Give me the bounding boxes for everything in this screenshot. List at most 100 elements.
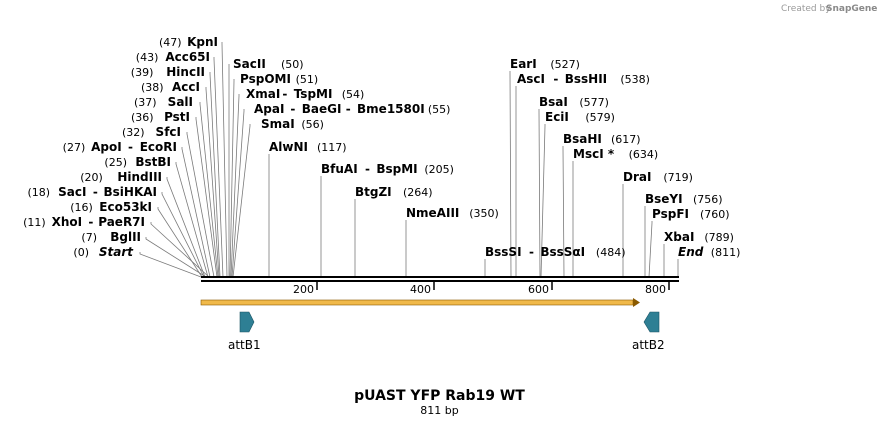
site-label-xhoi: PaeR7I-XhoI(11) — [23, 215, 145, 229]
site-position: (205) — [424, 163, 454, 176]
site-name: AlwNI — [269, 140, 308, 154]
feature-attB2: attB2 — [632, 311, 665, 352]
site-label-msci: MscI *(634) — [573, 147, 658, 161]
site-name: DraI — [623, 170, 651, 184]
site-position: (32) — [122, 126, 145, 139]
orf-arrow — [200, 298, 640, 307]
sequence-backbone — [201, 276, 679, 282]
site-name: SacI — [58, 185, 86, 199]
site-position: (16) — [70, 201, 93, 214]
site-leader-lines — [139, 42, 679, 278]
site-position: (760) — [700, 208, 730, 221]
site-name: BfuAI — [321, 162, 358, 176]
site-label-bsahi: BsaHI(617) — [563, 132, 641, 146]
site-position: (538) — [620, 73, 650, 86]
site-label-nmeaiii: NmeAIII(350) — [406, 206, 499, 220]
site-name: NmeAIII — [406, 206, 459, 220]
site-label-sali: SalI(37) — [134, 95, 193, 109]
site-position: (756) — [693, 193, 723, 206]
site-position: (27) — [63, 141, 86, 154]
site-name: End — [678, 245, 704, 259]
site-name: SalI — [168, 95, 193, 109]
site-position: (789) — [704, 231, 734, 244]
site-position: (25) — [104, 156, 127, 169]
site-label-acci: AccI (38) — [141, 80, 200, 94]
site-name: KpnI — [187, 35, 218, 49]
site-label-drai: DraI(719) — [623, 170, 693, 184]
site-position: (577) — [579, 96, 609, 109]
site-label-acc65i: Acc65I(43) — [136, 50, 210, 64]
site-label-end: End(811) — [678, 245, 740, 259]
site-separator: - — [282, 87, 287, 101]
ruler-tick-label: 200 — [293, 283, 314, 296]
site-leader-line — [540, 124, 546, 278]
site-leader-line — [205, 87, 220, 278]
site-position: (0) — [73, 246, 89, 259]
site-label-bsai: BsaI(577) — [539, 95, 609, 109]
site-position: (50) — [281, 58, 304, 71]
site-label-bstbi: BstBI(25) — [104, 155, 171, 169]
site-name: BglII — [110, 230, 141, 244]
site-label-saci: BsiHKAI-SacI(18) — [27, 185, 157, 199]
site-position: (36) — [131, 111, 154, 124]
credit-text: Created by — [781, 4, 831, 14]
site-name: XmaI — [246, 87, 280, 101]
site-label-start: Start (0) — [73, 245, 134, 259]
site-leader-line — [139, 252, 202, 278]
site-separator: - — [290, 102, 295, 116]
site-position: (56) — [301, 118, 324, 131]
site-name-alt: BssSαI — [540, 245, 585, 259]
feature-label-attB1: attB1 — [228, 338, 261, 352]
site-label-sfci: SfcI(32) — [122, 125, 181, 139]
site-name: BseYI — [645, 192, 683, 206]
site-position: (51) — [296, 73, 319, 86]
site-leader-line — [150, 222, 210, 278]
site-label-smai: SmaI(56) — [261, 117, 324, 131]
site-position: (55) — [428, 103, 451, 116]
site-position: (7) — [81, 231, 97, 244]
feature-attB1: attB1 — [228, 311, 261, 352]
site-name: Eco53kI — [99, 200, 152, 214]
site-label-apoi: EcoRI-ApoI(27) — [63, 140, 177, 154]
site-leader-line — [157, 207, 203, 278]
site-position: (38) — [141, 81, 164, 94]
site-name: HincII — [166, 65, 205, 79]
map-title: pUAST YFP Rab19 WT — [354, 388, 525, 404]
site-separator: - — [529, 245, 534, 259]
site-label-asci: AscI-BssHII(538) — [517, 72, 650, 86]
site-name: HindIII — [117, 170, 162, 184]
site-name-alt: BspMI — [376, 162, 417, 176]
site-leader-line — [145, 237, 207, 278]
site-separator: - — [365, 162, 370, 176]
site-position: (117) — [317, 141, 347, 154]
site-name: ApaI — [254, 102, 284, 116]
site-name: Acc65I — [165, 50, 210, 64]
site-name-alt: EcoRI — [140, 140, 177, 154]
site-name-alt: BsiHKAI — [104, 185, 158, 199]
site-name: AscI — [517, 72, 545, 86]
site-label-hindiii: HindIII (20) — [80, 170, 162, 184]
site-name: PspOMI — [240, 72, 291, 86]
site-leader-line — [166, 177, 206, 278]
site-label-apai: ApaI-BaeGI-Bme1580I(55) — [254, 102, 450, 116]
site-position: (20) — [80, 171, 103, 184]
site-label-pspfi: PspFI(760) — [652, 207, 730, 221]
site-label-eari: EarI(527) — [510, 57, 580, 71]
site-leader-line — [232, 124, 251, 278]
brand-logo-text: SnapGene — [826, 4, 877, 14]
site-name: AccI — [172, 80, 200, 94]
site-position: (634) — [629, 148, 659, 161]
site-name-alt2: Bme1580I — [357, 102, 425, 116]
site-name: Start — [99, 245, 134, 259]
site-name-alt: BssHII — [565, 72, 607, 86]
site-name: XhoI — [52, 215, 83, 229]
site-leader-line — [186, 132, 215, 278]
site-name-alt: TspMI — [294, 87, 333, 101]
site-leader-line — [213, 57, 224, 278]
site-separator: - — [128, 140, 133, 154]
site-label-eco53ki: Eco53kI (16) — [70, 200, 152, 214]
site-name-alt: PaeR7I — [98, 215, 145, 229]
site-label-kpni: KpnI(47) — [159, 35, 218, 49]
site-leader-line — [199, 102, 219, 278]
